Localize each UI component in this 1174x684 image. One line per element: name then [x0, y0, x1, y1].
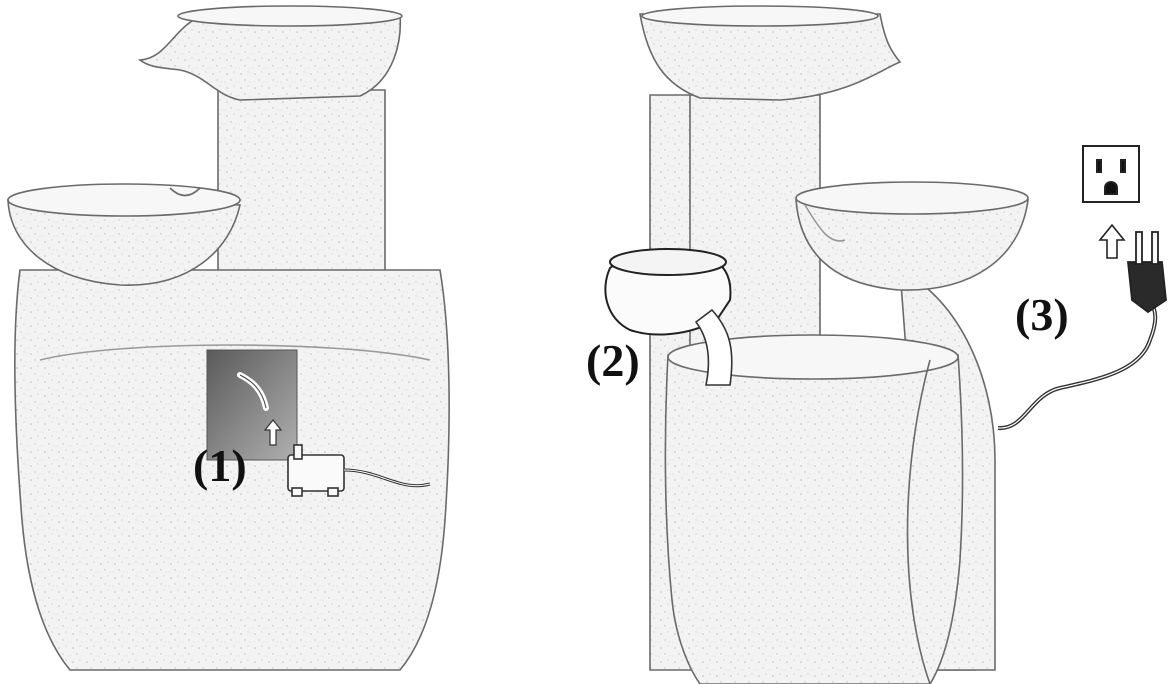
- step-1-label: (1): [193, 443, 247, 489]
- right-fountain: [640, 6, 1028, 684]
- left-fountain: [8, 6, 449, 670]
- right-front-basin: [665, 355, 962, 684]
- step-2-label: (2): [586, 338, 640, 384]
- right-top-bowl: [640, 14, 900, 100]
- step-3-label: (3): [1015, 292, 1069, 338]
- wall-outlet-icon: [1083, 146, 1139, 202]
- power-plug-icon: [1128, 232, 1166, 312]
- left-top-bowl: [140, 14, 400, 100]
- plug-up-arrow-icon: [1100, 225, 1124, 258]
